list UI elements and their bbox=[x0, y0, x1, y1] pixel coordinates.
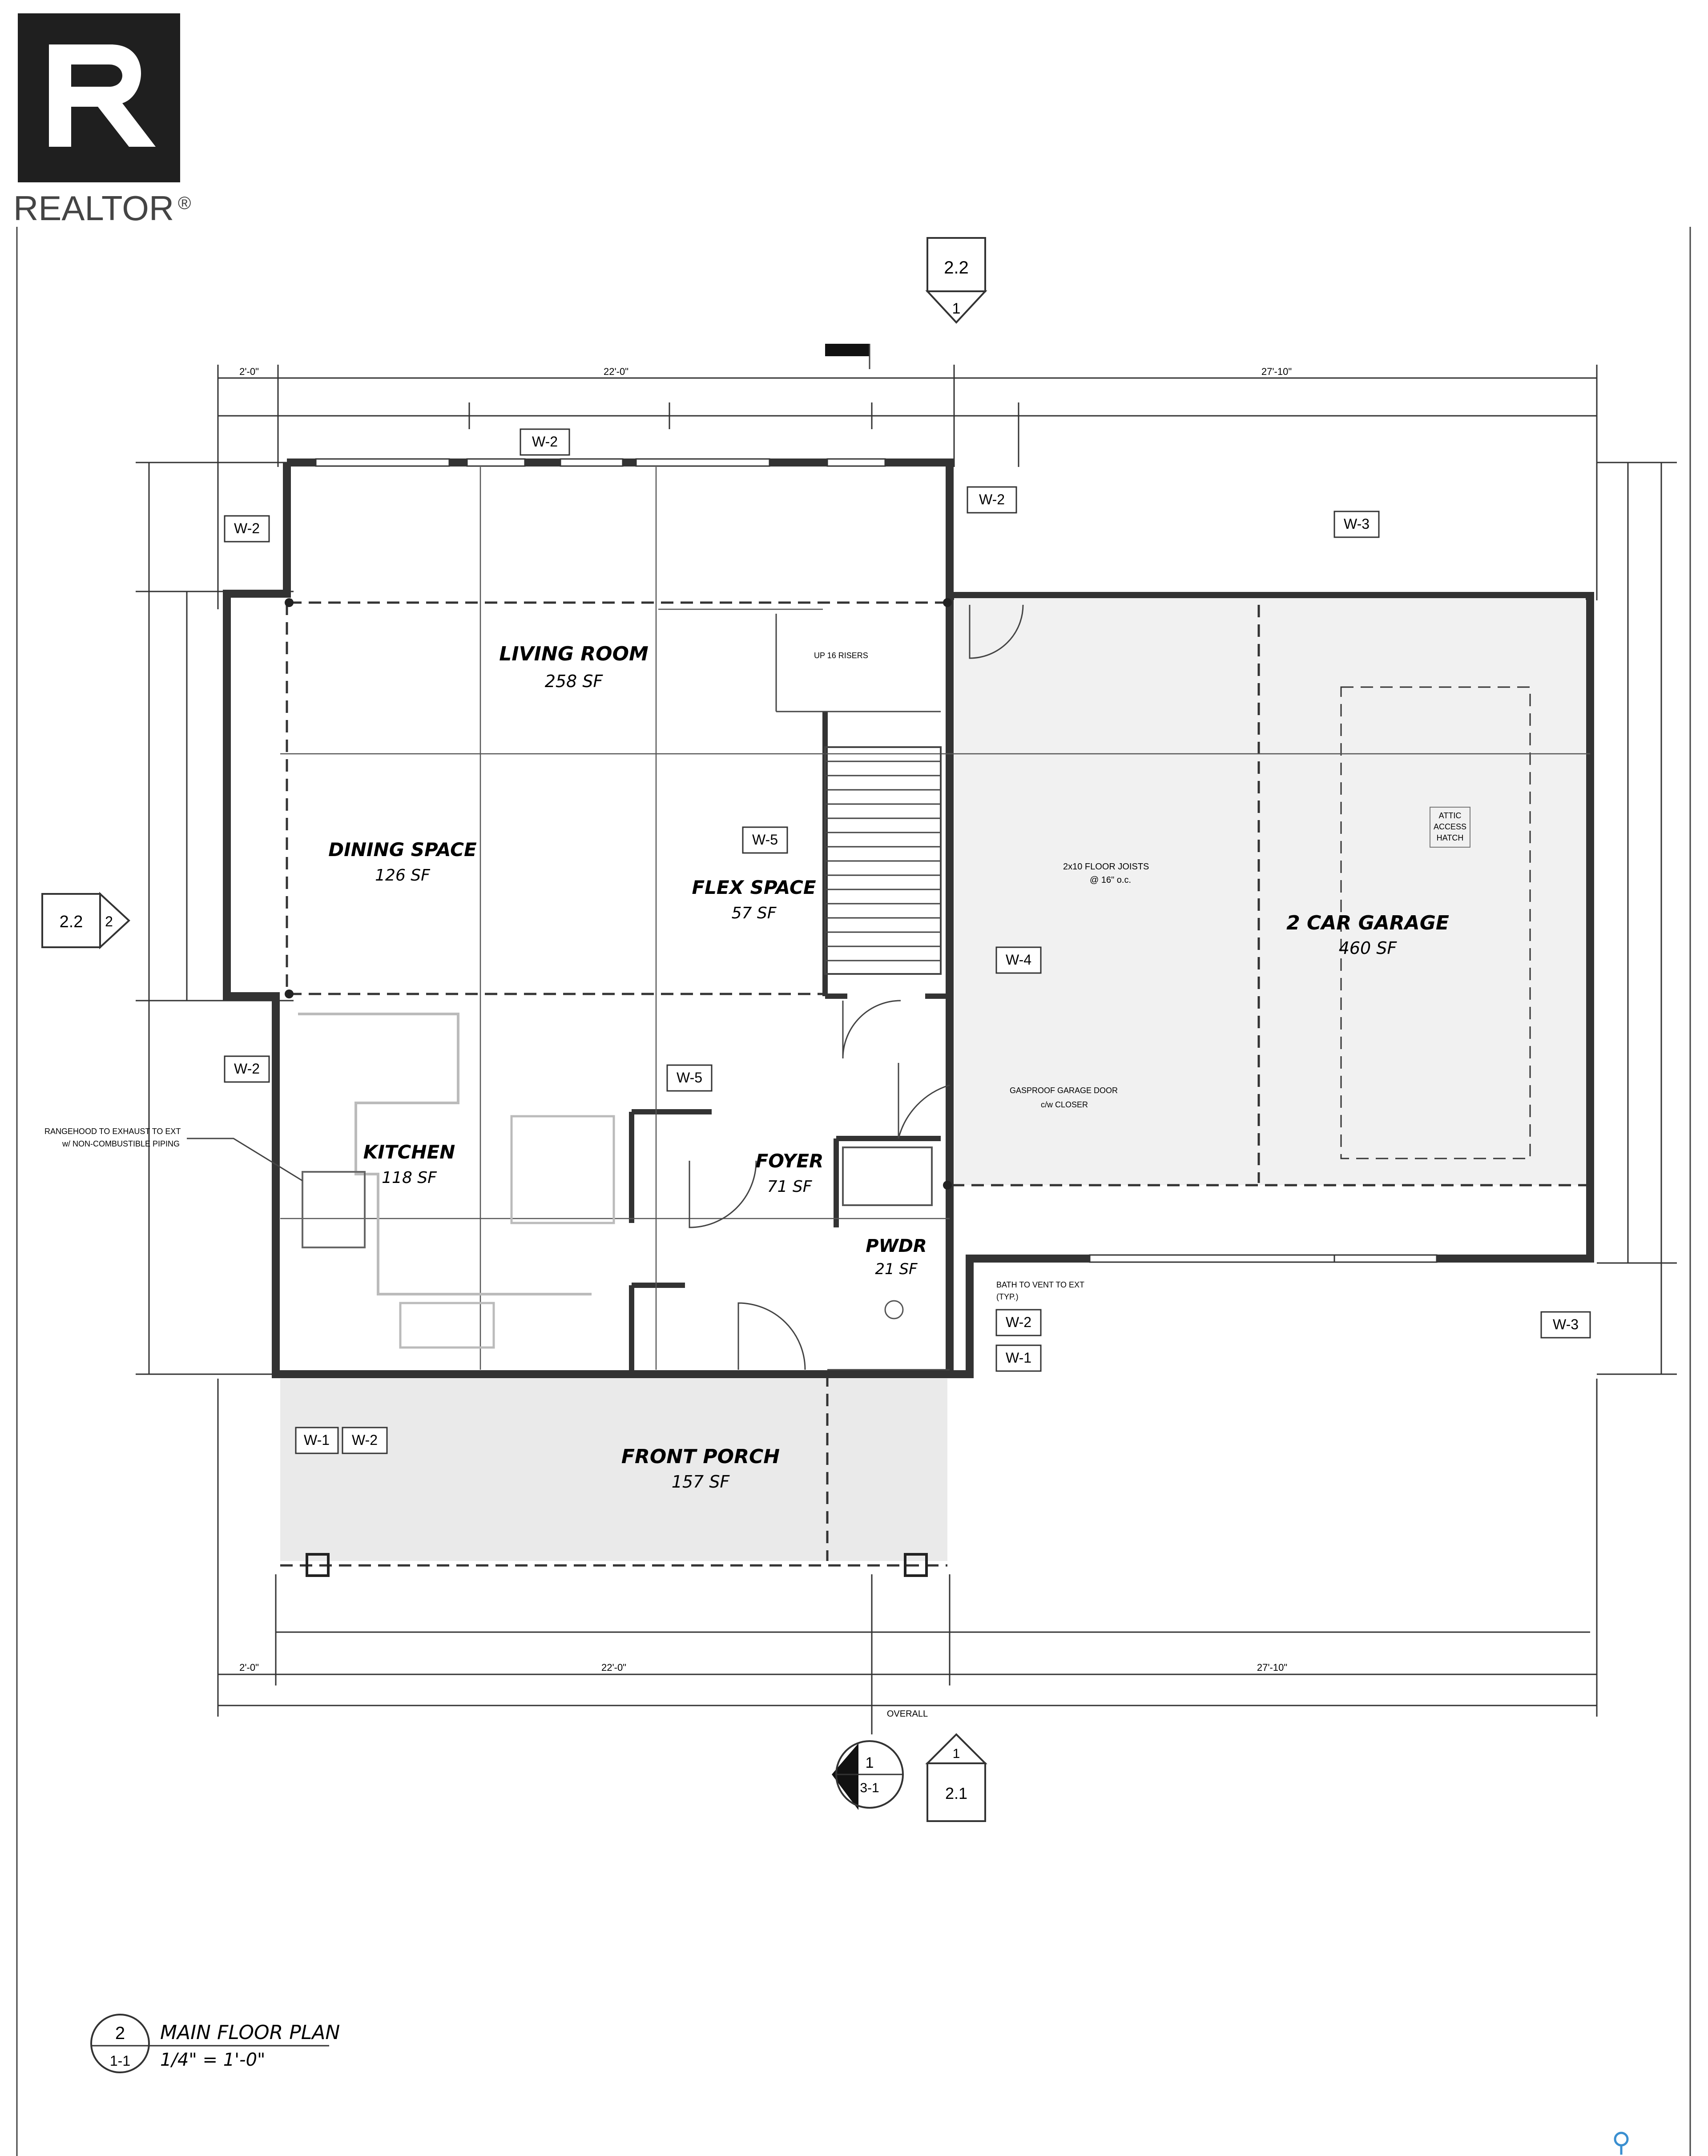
bath-vent-note-2: (TYP.) bbox=[996, 1292, 1019, 1301]
garage-slab bbox=[954, 598, 1586, 1185]
section-marker-bottom-right-num: 1 bbox=[953, 1746, 960, 1761]
wall-tag-w2-left-top: W-2 bbox=[234, 520, 260, 536]
range-hood-note-2: w/ NON-COMBUSTIBLE PIPING bbox=[62, 1139, 180, 1148]
section-marker-top-sub: 1 bbox=[952, 300, 961, 317]
range-hood-note-1: RANGEHOOD TO EXHAUST TO EXT bbox=[44, 1127, 181, 1136]
porch-slab bbox=[280, 1379, 947, 1561]
attic-note-1: ATTIC bbox=[1439, 811, 1462, 820]
pwdr-fixtures bbox=[842, 1146, 933, 1319]
room-name-porch: FRONT PORCH bbox=[621, 1445, 780, 1468]
attic-note-2: ACCESS bbox=[1434, 822, 1466, 831]
wall-tag-w3-right: W-3 bbox=[1553, 1316, 1579, 1332]
attic-hatch bbox=[1430, 807, 1470, 848]
wall-tag-w2-mid: W-2 bbox=[979, 491, 1005, 507]
floor-joists-note-2: @ 16" o.c. bbox=[1090, 875, 1131, 885]
dim-bottom-right: 27'-10" bbox=[1257, 1662, 1287, 1673]
room-area-kitchen: 118 SF bbox=[382, 1169, 437, 1187]
realtor-r-logo-icon bbox=[18, 13, 180, 182]
wall-tag-w2-top: W-2 bbox=[532, 434, 558, 450]
bath-vent-note-1: BATH TO VENT TO EXT bbox=[996, 1280, 1084, 1289]
room-name-kitchen: KITCHEN bbox=[363, 1141, 455, 1163]
dim-top-right: 27'-10" bbox=[1261, 366, 1292, 377]
north-flag-mark bbox=[825, 344, 870, 356]
wall-tag-w1-porch: W-1 bbox=[304, 1432, 330, 1448]
garage-front-windows bbox=[1089, 1254, 1438, 1263]
room-name-dining: DINING SPACE bbox=[328, 839, 477, 861]
dim-bottom-mid: 22'-0" bbox=[601, 1662, 626, 1673]
wall-tag-w3-top: W-3 bbox=[1344, 516, 1370, 532]
dimension-lines-right bbox=[1597, 462, 1677, 1375]
section-marker-bottom-left-sub: 3-1 bbox=[860, 1781, 879, 1795]
stair-treads bbox=[775, 614, 942, 975]
room-name-flex: FLEX SPACE bbox=[692, 877, 816, 898]
room-area-garage: 460 SF bbox=[1339, 938, 1398, 958]
wall-tag-w2-porch: W-2 bbox=[352, 1432, 378, 1448]
dimension-lines-top bbox=[217, 365, 1598, 609]
gasproof-note-1: GASPROOF GARAGE DOOR bbox=[1010, 1086, 1118, 1095]
title-block-num: 2 bbox=[115, 2023, 125, 2043]
title-block-title: MAIN FLOOR PLAN bbox=[160, 2021, 340, 2044]
floor-joists-note-1: 2x10 FLOOR JOISTS bbox=[1063, 862, 1149, 872]
dimension-lines-left bbox=[136, 462, 294, 1375]
section-marker-bottom-left-num: 1 bbox=[866, 1754, 874, 1771]
room-name-foyer: FOYER bbox=[756, 1150, 824, 1172]
dim-bottom-left: 2'-0" bbox=[239, 1662, 259, 1673]
wall-tag-w4: W-4 bbox=[1006, 952, 1031, 968]
room-area-pwdr: 21 SF bbox=[875, 1260, 918, 1278]
dim-top-mid: 22'-0" bbox=[604, 366, 628, 377]
realtor-wordmark: REALTOR bbox=[13, 189, 174, 228]
title-block-scale: 1/4" = 1'-0" bbox=[160, 2050, 265, 2070]
kitchen-counters bbox=[298, 1013, 615, 1349]
range-hood-leader bbox=[187, 1138, 303, 1182]
realtor-registered-mark: ® bbox=[178, 193, 191, 213]
wall-tags: W-2 W-2 W-2 W-3 W-2 W-5 W-4 W-5 W-2 W-1 … bbox=[224, 428, 1591, 1454]
section-marker-bottom-left: 1 3-1 bbox=[832, 1740, 904, 1810]
wall-tag-w5-foyer: W-5 bbox=[677, 1070, 702, 1086]
room-area-flex: 57 SF bbox=[732, 904, 777, 922]
room-name-pwdr: PWDR bbox=[866, 1236, 927, 1256]
room-area-porch: 157 SF bbox=[672, 1472, 730, 1492]
dimension-lines-bottom bbox=[217, 1379, 1598, 1734]
section-marker-bottom-right-sub: 2.1 bbox=[945, 1784, 967, 1802]
section-marker-left: 2.2 2 bbox=[41, 892, 130, 949]
section-marker-top-num: 2.2 bbox=[944, 258, 969, 278]
stair-note: UP 16 RISERS bbox=[814, 651, 868, 660]
wall-tag-w2-left-kitchen: W-2 bbox=[234, 1061, 260, 1077]
room-area-foyer: 71 SF bbox=[767, 1178, 813, 1196]
windows-top bbox=[315, 458, 886, 467]
wall-tag-w5-flex: W-5 bbox=[752, 832, 778, 848]
wall-tag-w2-pwdr: W-2 bbox=[1006, 1314, 1031, 1330]
room-name-living: LIVING ROOM bbox=[499, 643, 649, 665]
room-name-garage: 2 CAR GARAGE bbox=[1286, 912, 1449, 934]
dim-top-left: 2'-0" bbox=[239, 366, 259, 377]
section-marker-top: 2.2 1 bbox=[925, 237, 987, 324]
dashed-beams bbox=[280, 601, 1588, 1567]
gasproof-note-2: c/w CLOSER bbox=[1041, 1100, 1088, 1109]
overall-label: OVERALL bbox=[887, 1709, 928, 1719]
wall-tag-w1-pwdr: W-1 bbox=[1006, 1350, 1031, 1366]
attic-note-3: HATCH bbox=[1437, 833, 1464, 842]
watermark-key-icon bbox=[1614, 2132, 1629, 2155]
section-marker-left-num: 2.2 bbox=[60, 913, 83, 931]
section-marker-left-sub: 2 bbox=[105, 913, 113, 929]
room-area-living: 258 SF bbox=[545, 672, 604, 691]
title-block: 2 1-1 MAIN FLOOR PLAN 1/4" = 1'-0" bbox=[90, 2014, 340, 2073]
section-marker-bottom-right: 1 2.1 bbox=[925, 1733, 987, 1822]
title-block-sheet: 1-1 bbox=[110, 2053, 130, 2069]
door-swings bbox=[689, 604, 1024, 1370]
structural-posts bbox=[285, 598, 952, 1577]
room-area-dining: 126 SF bbox=[375, 866, 431, 885]
